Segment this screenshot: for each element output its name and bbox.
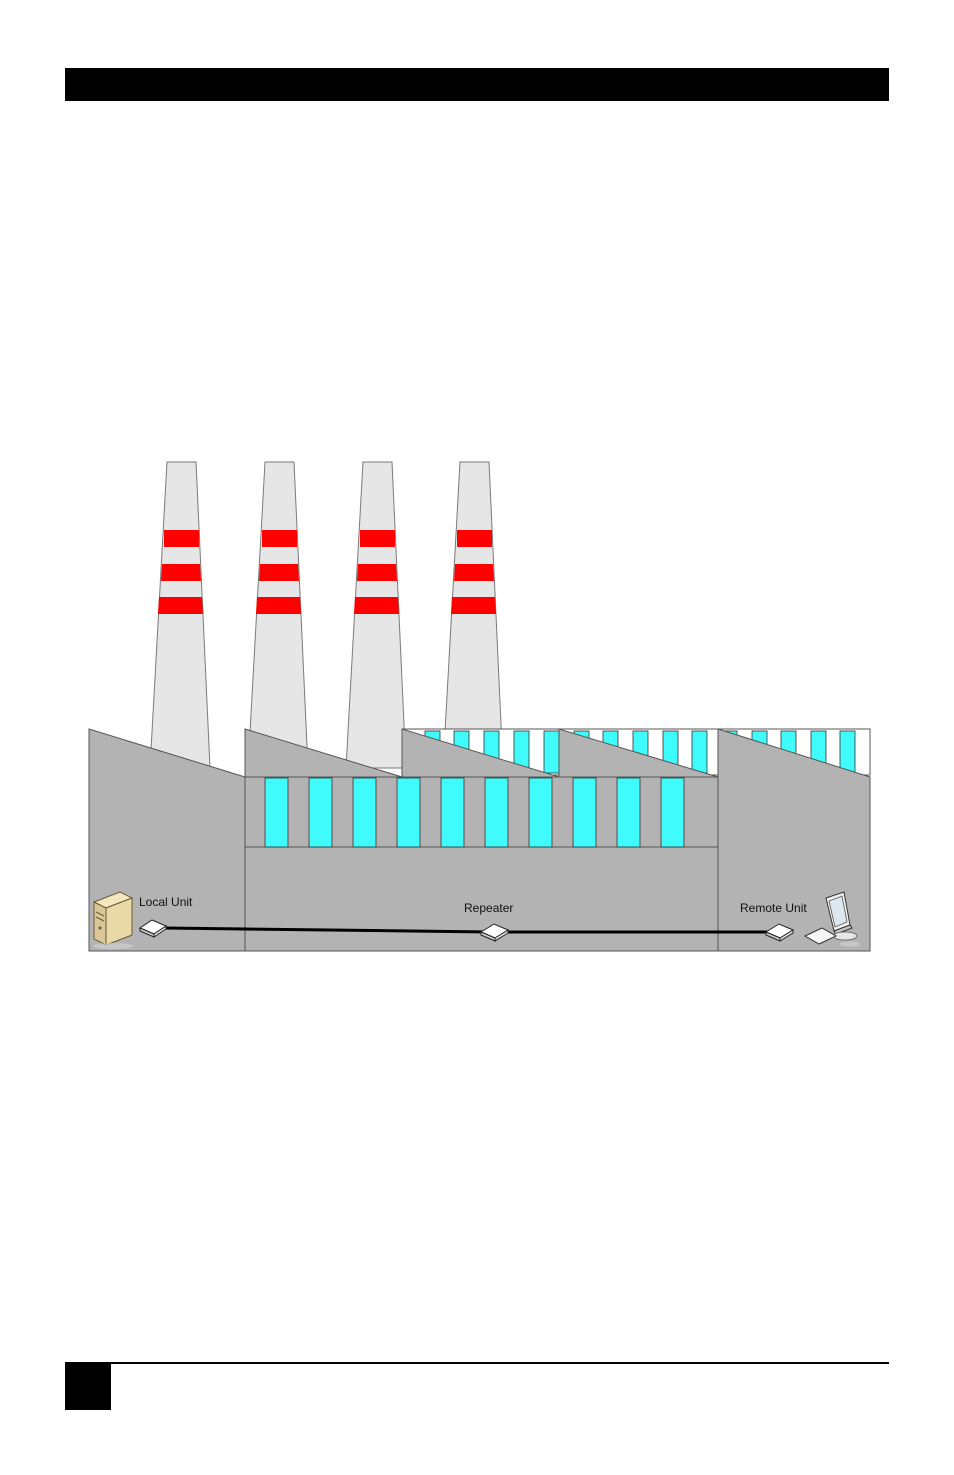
chimney-2 [248,462,308,768]
label-repeater: Repeater [464,901,513,915]
chimney-1 [150,462,210,768]
label-local-unit: Local Unit [139,895,193,909]
page-number-box [65,1362,111,1410]
chimney-4 [443,462,503,768]
label-remote-unit: Remote Unit [740,901,807,915]
chimney-3 [346,462,406,768]
chimneys [150,462,503,768]
footer-rule [65,1362,889,1364]
